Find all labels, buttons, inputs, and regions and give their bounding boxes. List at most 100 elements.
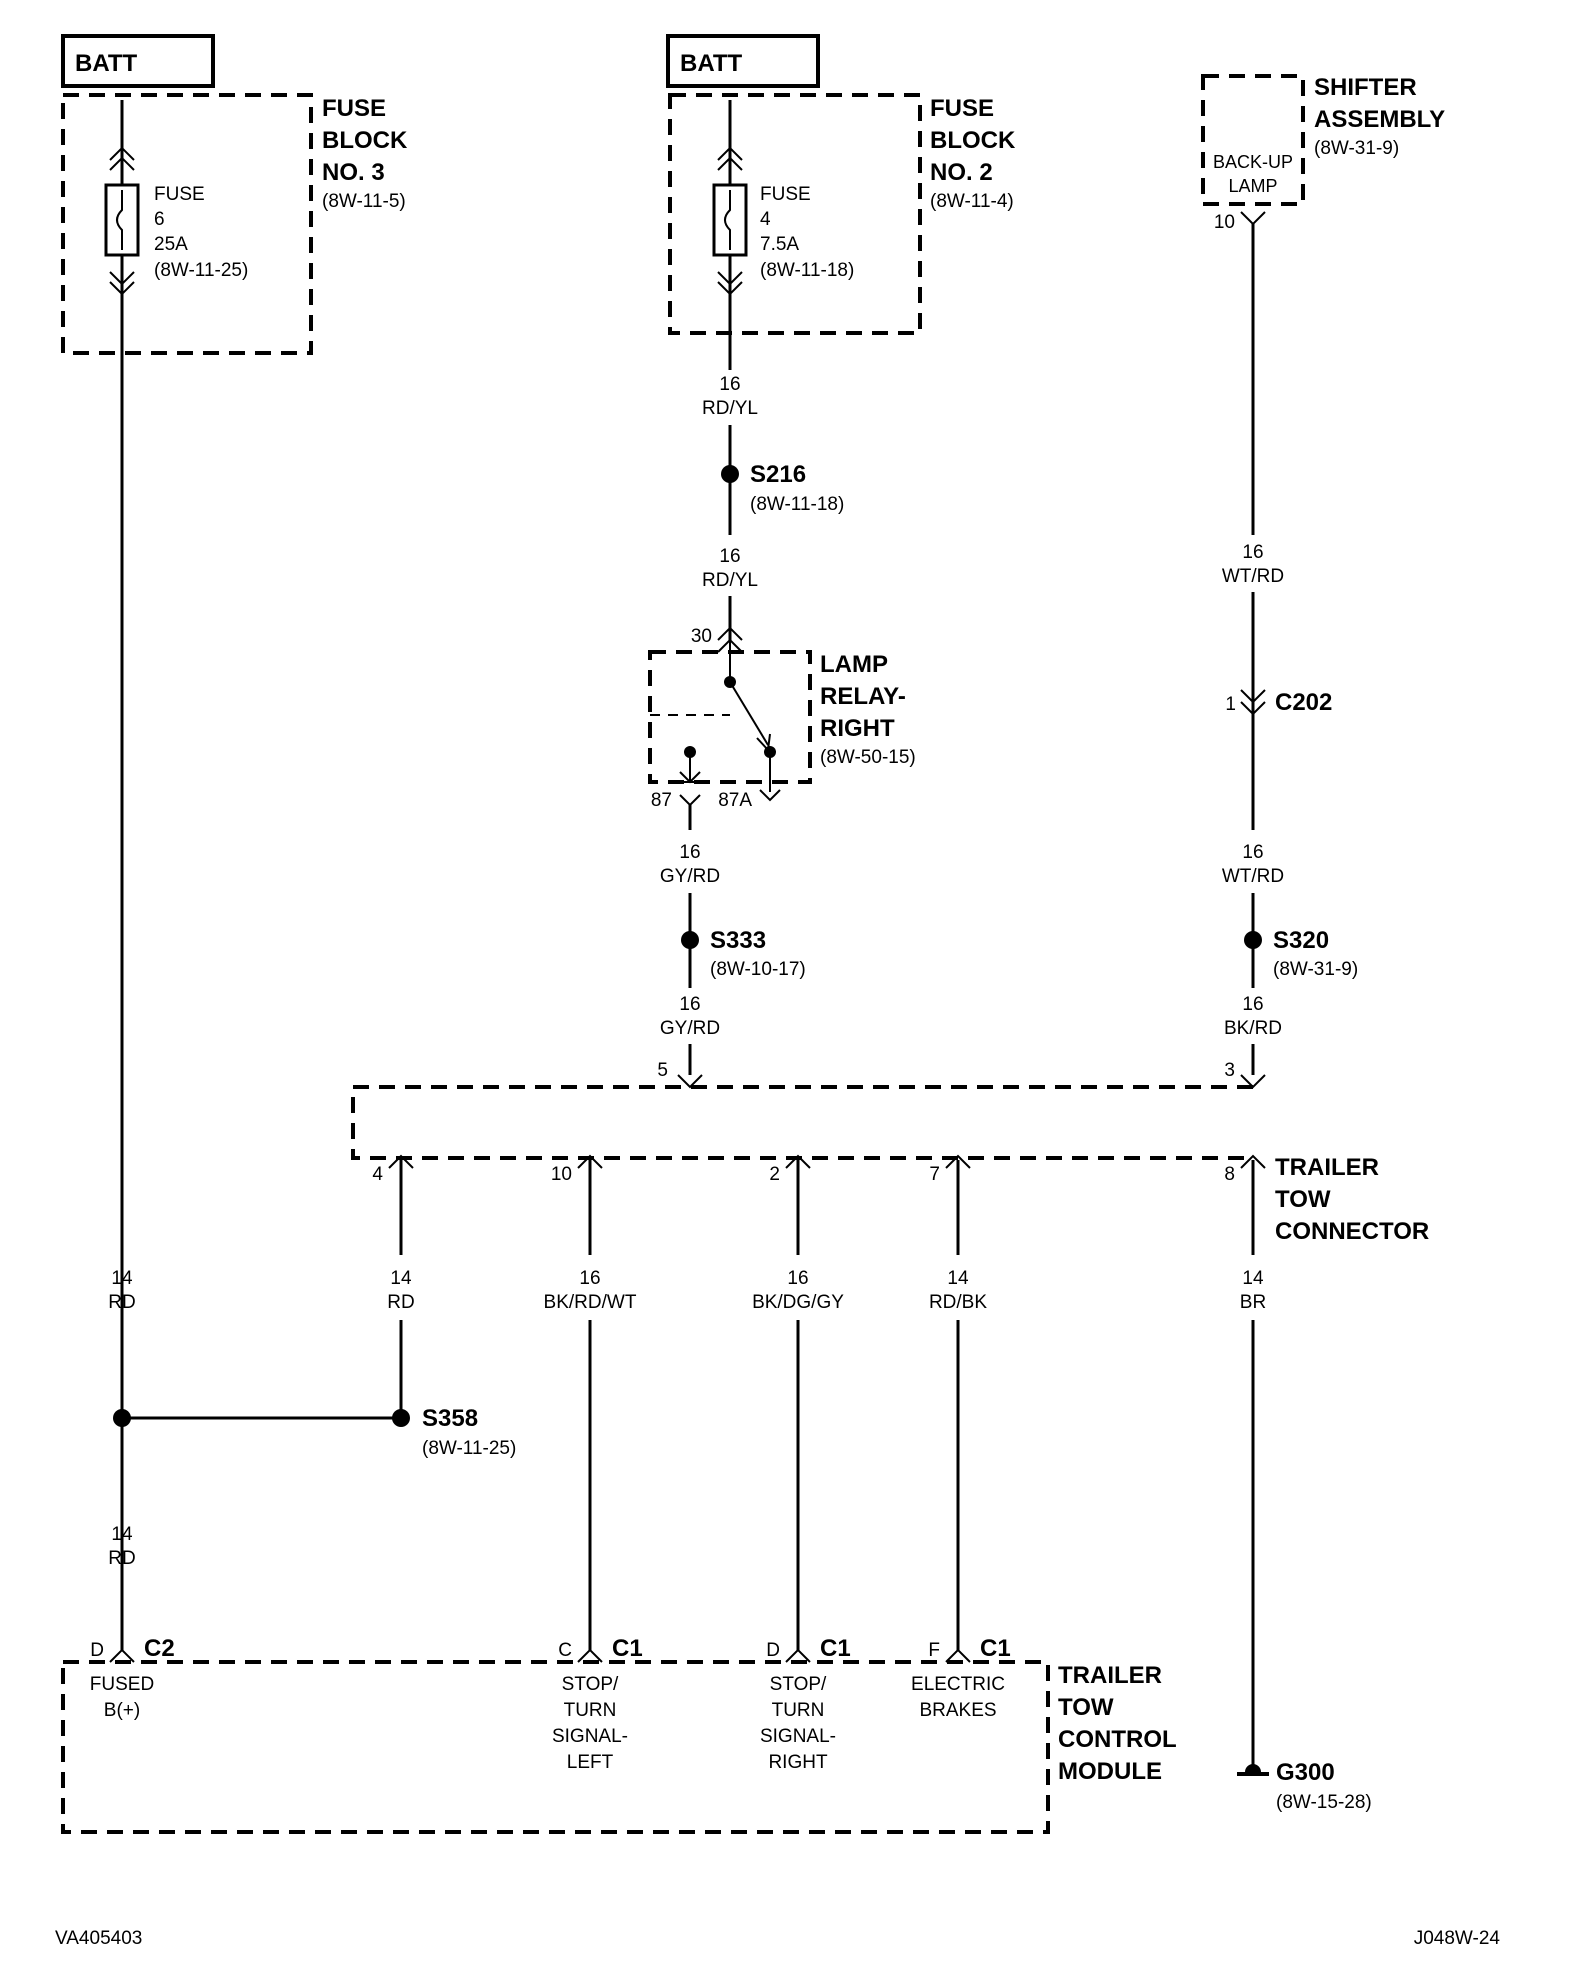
pin10-label: 10 xyxy=(551,1164,572,1185)
c1a-label3: SIGNAL- xyxy=(552,1726,628,1747)
relay-pin87a: 87A xyxy=(718,790,752,811)
pin8-label: 8 xyxy=(1224,1164,1235,1185)
trailer-connector-l1: TRAILER xyxy=(1275,1154,1379,1181)
w3-color: WT/RD xyxy=(1222,566,1284,587)
s216-splice-dot xyxy=(721,465,739,483)
s358-ref: (8W-11-25) xyxy=(422,1438,516,1459)
w1-color: RD/YL xyxy=(702,398,758,419)
fuse4-ref: (8W-11-18) xyxy=(760,260,854,281)
pin7-label: 7 xyxy=(929,1164,940,1185)
s216-ref: (8W-11-18) xyxy=(750,494,844,515)
c1b-name: C1 xyxy=(820,1635,851,1662)
w2-color: RD/YL xyxy=(702,570,758,591)
pin7-terminal xyxy=(945,1154,971,1169)
pin4-terminal xyxy=(388,1154,414,1169)
relay-pin87: 87 xyxy=(651,790,672,811)
s216-name: S216 xyxy=(750,461,806,488)
c202-pin: 1 xyxy=(1225,694,1236,715)
ground-ref: (8W-15-28) xyxy=(1276,1792,1372,1813)
relay-l2: RELAY- xyxy=(820,683,906,710)
lamp-relay-group: LAMP RELAY- RIGHT (8W-50-15) 87 87A 16 G… xyxy=(648,638,916,1089)
w11-color: BK/DG/GY xyxy=(752,1292,844,1313)
w10-gauge: 16 xyxy=(579,1268,600,1289)
c1c-terminal xyxy=(945,1648,971,1663)
shifter-pin-terminal xyxy=(1240,211,1266,226)
fuse4-top-terminal xyxy=(717,146,743,171)
pin2-label: 2 xyxy=(769,1164,780,1185)
fuse4-l1: FUSE xyxy=(760,184,811,205)
fuse-block-3-ref: (8W-11-5) xyxy=(322,191,406,212)
fuse-block-2-group: BATT FUSE BLOCK NO. 2 (8W-11-4) FUSE 4 7… xyxy=(666,34,1016,647)
c2-label2: B(+) xyxy=(104,1700,140,1721)
fuse6-l2: 6 xyxy=(154,209,165,230)
fuse6-l3: 25A xyxy=(154,234,188,255)
c1c-label2: BRAKES xyxy=(919,1700,996,1721)
fuse-block-3-l1: FUSE xyxy=(322,95,386,122)
relay-87-terminal xyxy=(679,794,701,807)
module-l2: TOW xyxy=(1058,1694,1114,1721)
fuse6-l1: FUSE xyxy=(154,184,205,205)
w12-gauge: 14 xyxy=(947,1268,969,1289)
relay-87-contact xyxy=(679,771,701,784)
w14-gauge: 14 xyxy=(111,1524,133,1545)
lower-wires-group: 14 RD 14 RD 16 BK/RD/WT 16 BK/DG/GY 14 R… xyxy=(108,1268,1266,1772)
trailer-connector-l3: CONNECTOR xyxy=(1275,1218,1429,1245)
w2-gauge: 16 xyxy=(719,546,740,567)
relay-l3: RIGHT xyxy=(820,715,895,742)
fuse-block-2-l3: NO. 2 xyxy=(930,159,993,186)
fuse-block-2-ref: (8W-11-4) xyxy=(930,191,1014,212)
pin4-label: 4 xyxy=(372,1164,383,1185)
ground-group: G300 (8W-15-28) xyxy=(1237,1759,1372,1813)
s333-splice-dot xyxy=(681,931,699,949)
fuse-block-3-l3: NO. 3 xyxy=(322,159,385,186)
c1a-label4: LEFT xyxy=(567,1752,614,1773)
c1a-label1: STOP/ xyxy=(562,1674,619,1695)
w9-color: RD xyxy=(387,1292,414,1313)
w14-color: RD xyxy=(108,1548,135,1569)
shifter-ref: (8W-31-9) xyxy=(1314,138,1399,159)
w4-gauge: 16 xyxy=(1242,842,1263,863)
trailer-tow-connector-group: TRAILER TOW CONNECTOR 4 10 2 7 8 xyxy=(351,1085,1429,1255)
s320-ref: (8W-31-9) xyxy=(1273,959,1358,980)
shifter-l1: SHIFTER xyxy=(1314,74,1417,101)
c1c-pin: F xyxy=(928,1640,940,1661)
fuse4-l2: 4 xyxy=(760,209,771,230)
fuse-block-2-l1: FUSE xyxy=(930,95,994,122)
c1b-terminal xyxy=(785,1648,811,1663)
pin2-terminal xyxy=(785,1154,811,1169)
w7-color: BK/RD xyxy=(1224,1018,1282,1039)
fuse4-element xyxy=(724,190,731,250)
w3-gauge: 16 xyxy=(1242,542,1263,563)
relay-switch-arm xyxy=(729,681,769,746)
c1a-terminal xyxy=(577,1648,603,1663)
c202-connector-icon xyxy=(1240,689,1266,716)
batt-mid-box xyxy=(666,34,820,88)
shifter-inner2: LAMP xyxy=(1228,176,1277,196)
relay-87a-terminal xyxy=(759,789,781,802)
w9-gauge: 14 xyxy=(390,1268,412,1289)
s358-name: S358 xyxy=(422,1405,478,1432)
c2-label1: FUSED xyxy=(90,1674,154,1695)
c1a-pin: C xyxy=(558,1640,572,1661)
c202-name: C202 xyxy=(1275,689,1332,716)
batt-mid-label: BATT xyxy=(680,50,743,77)
w1-gauge: 16 xyxy=(719,374,740,395)
relay-l1: LAMP xyxy=(820,651,888,678)
c2-name: C2 xyxy=(144,1635,175,1662)
fuse-block-3-group: BATT FUSE BLOCK NO. 3 (8W-11-5) FUSE 6 2… xyxy=(61,34,408,1650)
shifter-inner1: BACK-UP xyxy=(1213,152,1293,172)
shifter-pin: 10 xyxy=(1214,212,1235,233)
c1c-name: C1 xyxy=(980,1635,1011,1662)
left-junction-dot xyxy=(113,1409,131,1427)
w8-color: RD xyxy=(108,1292,135,1313)
w11-gauge: 16 xyxy=(787,1268,808,1289)
w12-color: RD/BK xyxy=(929,1292,987,1313)
w13-color: BR xyxy=(1240,1292,1266,1313)
s333-name: S333 xyxy=(710,927,766,954)
module-l3: CONTROL xyxy=(1058,1726,1177,1753)
s333-ref: (8W-10-17) xyxy=(710,959,806,980)
relay-pin30: 30 xyxy=(691,626,712,647)
footer-left-code: VA405403 xyxy=(55,1928,142,1949)
pin5-label: 5 xyxy=(657,1060,668,1081)
